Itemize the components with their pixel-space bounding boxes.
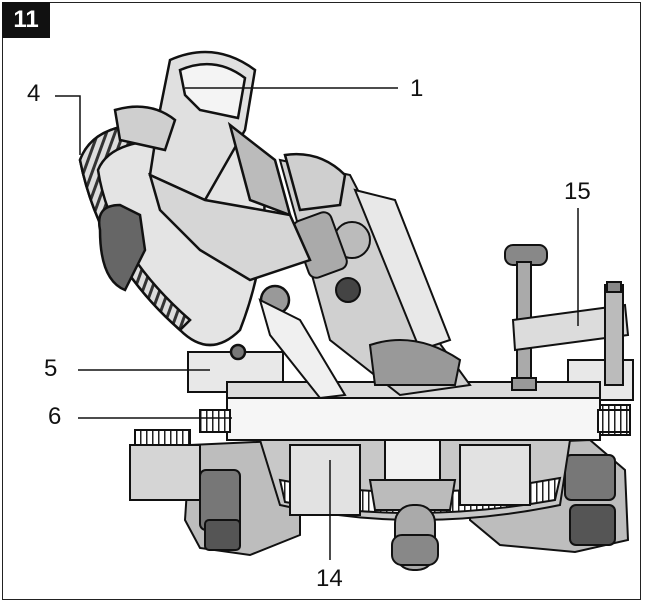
callout-4: 4 [27,80,41,107]
callout-15: 15 [564,178,591,205]
callout-6: 6 [48,403,62,430]
callout-5: 5 [44,355,58,382]
base-left-foot [129,429,301,557]
leader-line-4 [55,95,81,155]
leader-lines [55,87,579,560]
material-clamp [504,244,630,391]
figure-number-badge: 11 [2,2,50,38]
saw-blade [258,298,347,400]
motor-handle [113,50,347,316]
rotary-table [258,424,572,571]
callout-1: 1 [410,75,424,102]
callout-14: 14 [316,565,343,592]
